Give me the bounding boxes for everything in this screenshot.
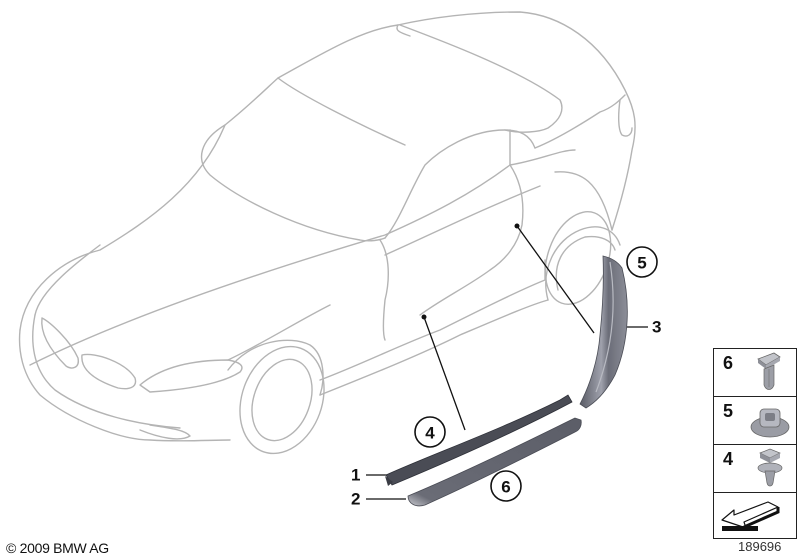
- svg-text:4: 4: [425, 424, 435, 443]
- leader-line-4: [423, 316, 466, 431]
- copyright-text: © 2009 BMW AG: [6, 540, 109, 556]
- legend-number: 5: [723, 401, 734, 421]
- fastener-legend: 6 5 4: [713, 348, 798, 539]
- wheel-arch-trim-part: [579, 255, 628, 409]
- legend-item-5[interactable]: 5: [713, 396, 797, 444]
- callout-6[interactable]: 6: [490, 470, 522, 502]
- part-label-3[interactable]: 3: [652, 318, 661, 337]
- part-label-2[interactable]: 2: [351, 490, 360, 509]
- leader-line-3: [516, 225, 595, 334]
- expanding-rivet-clip-icon: [757, 352, 781, 390]
- inner-sill-strip-part: [385, 394, 573, 486]
- svg-text:6: 6: [501, 478, 510, 497]
- callout-4[interactable]: 4: [414, 416, 446, 448]
- push-rivet-clip-icon: [757, 448, 783, 487]
- legend-number: 6: [723, 353, 734, 373]
- svg-text:5: 5: [637, 254, 646, 273]
- car-outline: [18, 11, 636, 455]
- legend-item-6[interactable]: 6: [713, 348, 797, 396]
- diagram-number: 189696: [738, 539, 782, 554]
- outer-sill-trim-part: [407, 417, 582, 507]
- legend-item-4[interactable]: 4: [713, 444, 797, 492]
- part-label-1[interactable]: 1: [351, 466, 360, 485]
- legend-item-direction[interactable]: [713, 492, 797, 539]
- arrow-down-left-icon: [721, 501, 780, 531]
- nut-clip-icon: [750, 408, 790, 438]
- callout-5[interactable]: 5: [626, 246, 658, 278]
- legend-number: 4: [723, 449, 734, 469]
